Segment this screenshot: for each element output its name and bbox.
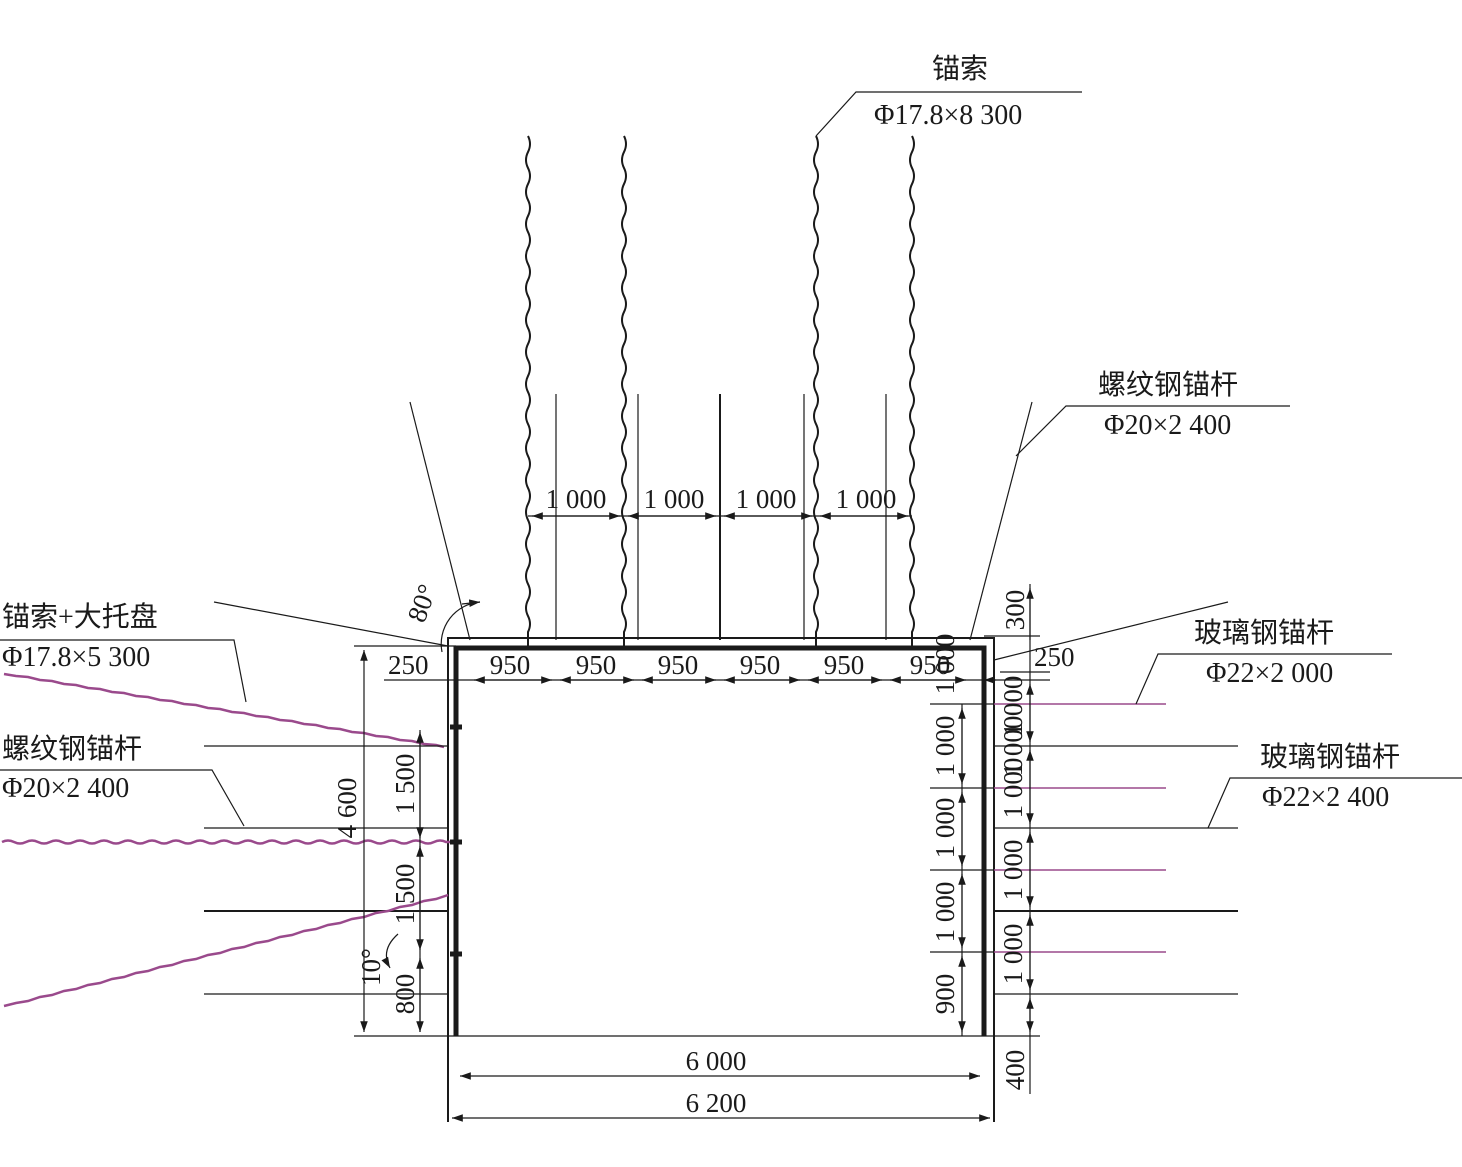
dimension-lines: [360, 512, 1050, 1122]
dim-inner-right-bottom: 900: [930, 974, 960, 1015]
label-frp-lower-name: 玻璃钢锚杆: [1260, 741, 1400, 773]
roof-anchor-cables: [525, 135, 915, 650]
label-frp-upper-name: 玻璃钢锚杆: [1194, 617, 1334, 649]
dim-top-spacing-4: 950: [740, 650, 781, 680]
roadway-liner: [453, 645, 987, 1036]
label-cable-top-spec: Φ17.8×8 300: [874, 100, 1022, 131]
dim-outer-right-5: 1 000: [998, 924, 1028, 985]
dim-left-bottom: 800: [390, 974, 420, 1015]
label-frp-lower-spec: Φ22×2 400: [1262, 782, 1389, 813]
angle-marks: [381, 599, 481, 969]
angle-bottom-left: 10°: [356, 948, 386, 986]
left-cable-upper: [3, 672, 445, 749]
roof-edge-line-left: [213, 601, 449, 647]
dim-outer-right-3: 1 000: [998, 758, 1028, 819]
dim-outer-right-2: 1 000: [998, 716, 1028, 777]
dim-left-spacing-1: 1 500: [390, 754, 420, 815]
label-frp-upper-spec: Φ22×2 000: [1206, 658, 1333, 689]
roof-bolt-corner-left: [409, 401, 471, 641]
dim-inner-right-3: 1 000: [930, 798, 960, 859]
dim-left-spacing-2: 1 500: [390, 864, 420, 925]
angle-top-left: 80°: [401, 580, 442, 626]
dim-top-spacing-5: 950: [824, 650, 865, 680]
label-cable-tray-left-name: 锚索+大托盘: [2, 601, 158, 633]
label-rebar-left-spec: Φ20×2 400: [2, 773, 129, 804]
angle-arc-top-left-arrow: [461, 599, 481, 607]
dim-top-spacing-6: 950: [910, 650, 951, 680]
leader-rebar-top-right: [1015, 405, 1290, 457]
dim-inner-right-2: 1 000: [930, 716, 960, 777]
dim-inner-right-1: 1 000: [930, 634, 960, 695]
roof-cable-4: [909, 135, 915, 650]
leader-cable-top: [815, 91, 1082, 137]
dim-height-total: 4 600: [332, 778, 362, 839]
component-labels: 锚索 Φ17.8×8 300 螺纹钢锚杆 Φ20×2 400 锚索+大托盘 Φ1…: [2, 53, 1400, 813]
roof-cable-2: [621, 135, 627, 650]
dim-right-top: 300: [1000, 590, 1030, 631]
dim-width-outer: 6 200: [686, 1088, 747, 1118]
roof-rebar-bolts: [409, 394, 1033, 641]
label-cable-tray-left-spec: Φ17.8×5 300: [2, 642, 150, 673]
dim-inner-right-4: 1 000: [930, 882, 960, 943]
leader-rebar-left: [0, 769, 245, 827]
dimension-texts: 1 000 1 000 1 000 1 000 950 950 950 950 …: [332, 484, 1075, 1118]
dim-outer-right-1: 1 000: [998, 676, 1028, 737]
label-rebar-left-name: 螺纹钢锚杆: [2, 733, 142, 765]
dim-cable-spacing-1: 1 000: [546, 484, 607, 514]
roof-cable-1: [525, 135, 531, 650]
leader-lines: [0, 91, 1462, 829]
label-rebar-top-right-name: 螺纹钢锚杆: [1098, 369, 1238, 401]
right-rib-supports: [994, 703, 1238, 995]
dim-cable-spacing-4: 1 000: [836, 484, 897, 514]
label-rebar-top-right-spec: Φ20×2 400: [1104, 410, 1231, 441]
leader-cable-tray-left: [0, 639, 247, 703]
roof-bolt-corner-right: [969, 401, 1033, 641]
dim-outer-right-4: 1 000: [998, 840, 1028, 901]
left-cable-middle: [1, 839, 460, 845]
leader-frp-lower: [1207, 777, 1462, 829]
leader-frp-upper: [1135, 653, 1392, 705]
dim-top-spacing-2: 950: [576, 650, 617, 680]
roof-edge-line-right: [993, 601, 1229, 661]
dim-cable-spacing-3: 1 000: [736, 484, 797, 514]
dim-right-edge: 250: [1034, 642, 1075, 672]
roof-cable-3: [813, 135, 819, 650]
angle-arc-bottom-left: [381, 933, 399, 969]
dim-cable-spacing-2: 1 000: [644, 484, 705, 514]
dim-bottom-right: 400: [1000, 1050, 1030, 1091]
dim-top-spacing-3: 950: [658, 650, 699, 680]
dim-width-inner: 6 000: [686, 1046, 747, 1076]
left-cable-lower: [3, 893, 449, 1008]
dim-top-spacing-1: 950: [490, 650, 531, 680]
left-rib-supports: [1, 672, 462, 1008]
dim-left-edge: 250: [388, 650, 429, 680]
label-cable-top-name: 锚索: [932, 53, 988, 85]
